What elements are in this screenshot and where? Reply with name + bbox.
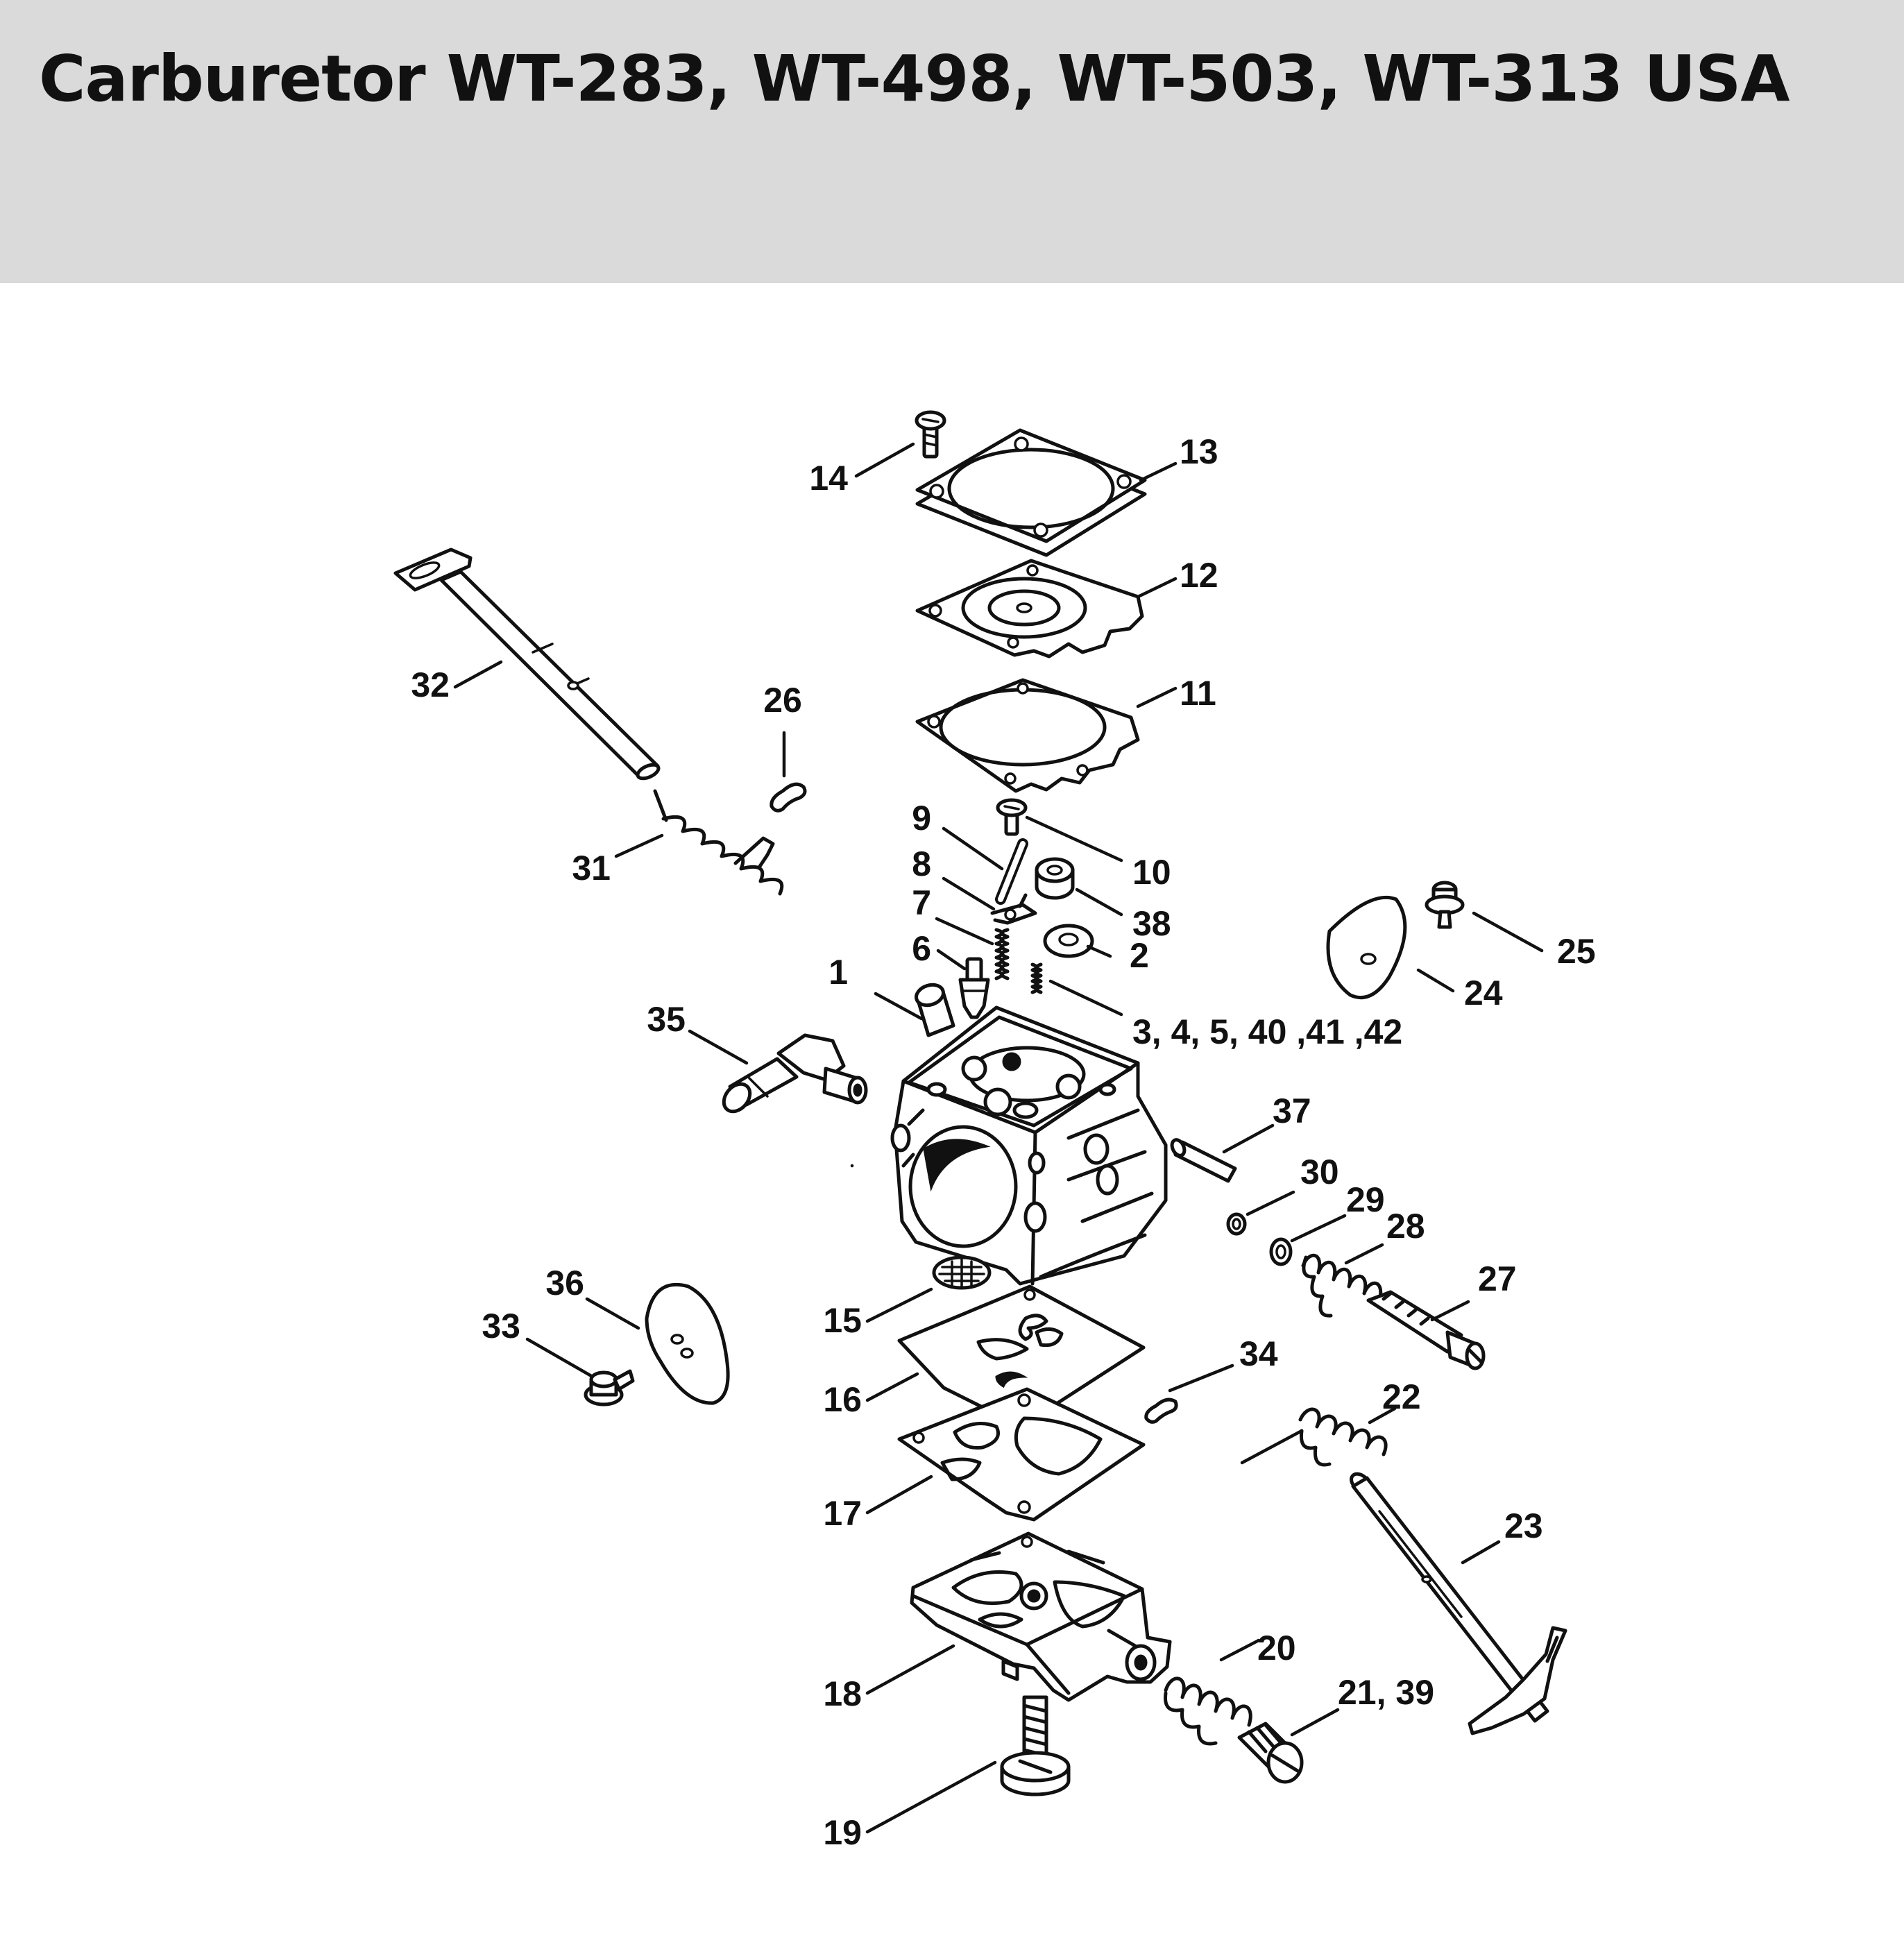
callout-23: 23 [1504, 1506, 1543, 1545]
part-lever-spring [1298, 1407, 1388, 1467]
part-idle-spring [1164, 1676, 1252, 1746]
leader-lines [453, 442, 1544, 1834]
part-pump-gasket [915, 678, 1140, 793]
callout-1: 1 [828, 953, 848, 992]
part-shaft-pin [1170, 1138, 1237, 1183]
callout-31: 31 [572, 849, 611, 887]
part-small-spring [1030, 962, 1043, 994]
callout-25: 25 [1557, 932, 1596, 971]
callout-19: 19 [823, 1813, 862, 1852]
part-diaphragm-lower [897, 1387, 1146, 1522]
callout-7: 7 [912, 883, 931, 922]
part-adjusting-screw [1366, 1290, 1486, 1370]
callout-10: 10 [1132, 853, 1171, 892]
part-screw-top [915, 410, 946, 459]
part-fuel-screen [932, 1255, 992, 1290]
part-washer [1043, 924, 1094, 958]
part-cover-screw [1000, 1695, 1071, 1796]
part-pump-diaphragm [915, 559, 1144, 659]
callout-29: 29 [1346, 1180, 1385, 1219]
part-plug [914, 983, 955, 1037]
callout-22: 22 [1382, 1377, 1421, 1416]
callout-30: 30 [1300, 1153, 1339, 1191]
part-inlet-needle [958, 957, 990, 1019]
part-carburetor-body [890, 1005, 1168, 1286]
part-adjust-spring [1301, 1253, 1383, 1318]
part-small-washer [1269, 1237, 1293, 1266]
callout-2: 2 [1130, 936, 1149, 975]
callout-16: 16 [823, 1380, 862, 1419]
callout-38: 38 [1132, 904, 1171, 943]
part-o-ring [1226, 1212, 1247, 1236]
part-throttle-shutter [645, 1282, 730, 1405]
callout-21-39: 21, 39 [1338, 1673, 1434, 1712]
callout-17: 17 [823, 1494, 862, 1533]
callout-20: 20 [1257, 1629, 1296, 1667]
part-metering-cover [910, 1531, 1172, 1702]
callout-18: 18 [823, 1674, 862, 1713]
part-fuel-fitting [722, 1033, 868, 1114]
part-pin [995, 838, 1028, 905]
part-choke-shaft [1349, 1472, 1567, 1735]
callout-11: 11 [1180, 674, 1216, 713]
callout-35: 35 [647, 1000, 686, 1039]
part-e-clip [770, 782, 807, 813]
callout-33: 33 [482, 1307, 520, 1345]
callout-3-4-5-40-41-42: 3, 4, 5, 40 ,41 ,42 [1132, 1012, 1402, 1051]
callout-36: 36 [545, 1264, 584, 1302]
callout-labels: 1 2 3, 4, 5, 40 ,41 ,42 6 7 8 9 10 11 12… [411, 432, 1595, 1852]
part-inlet-lever [990, 893, 1037, 925]
callout-8: 8 [912, 844, 931, 883]
callout-9: 9 [912, 799, 931, 838]
title-banner: Carburetor WT-283, WT-498, WT-503, WT-31… [0, 0, 1904, 283]
callout-6: 6 [912, 929, 931, 968]
part-lever-screw [996, 798, 1028, 836]
callout-37: 37 [1273, 1091, 1311, 1130]
part-torsion-spring [653, 789, 784, 896]
part-throttle-shaft [393, 547, 661, 781]
part-idle-screw [1237, 1722, 1304, 1784]
callout-28: 28 [1386, 1207, 1425, 1246]
part-choke-shutter [1326, 895, 1407, 1000]
callout-13: 13 [1180, 432, 1218, 471]
part-pump-cover [915, 428, 1147, 557]
part-throttle-screw [584, 1369, 635, 1407]
carburetor-exploded-diagram: 1 2 3, 4, 5, 40 ,41 ,42 6 7 8 9 10 11 12… [393, 410, 1596, 1852]
page-title: Carburetor WT-283, WT-498, WT-503, WT-31… [39, 42, 1790, 116]
callout-32: 32 [411, 665, 450, 704]
callout-26: 26 [763, 681, 802, 720]
part-shutter-screw [1425, 881, 1465, 929]
callout-24: 24 [1464, 974, 1503, 1012]
part-clip [1144, 1397, 1178, 1424]
callout-34: 34 [1239, 1334, 1278, 1373]
callout-27: 27 [1478, 1259, 1517, 1298]
part-inlet-spring [994, 928, 1010, 980]
part-bushing [1035, 857, 1075, 900]
callout-12: 12 [1180, 556, 1218, 595]
callout-15: 15 [823, 1301, 862, 1340]
callout-14: 14 [809, 459, 848, 498]
